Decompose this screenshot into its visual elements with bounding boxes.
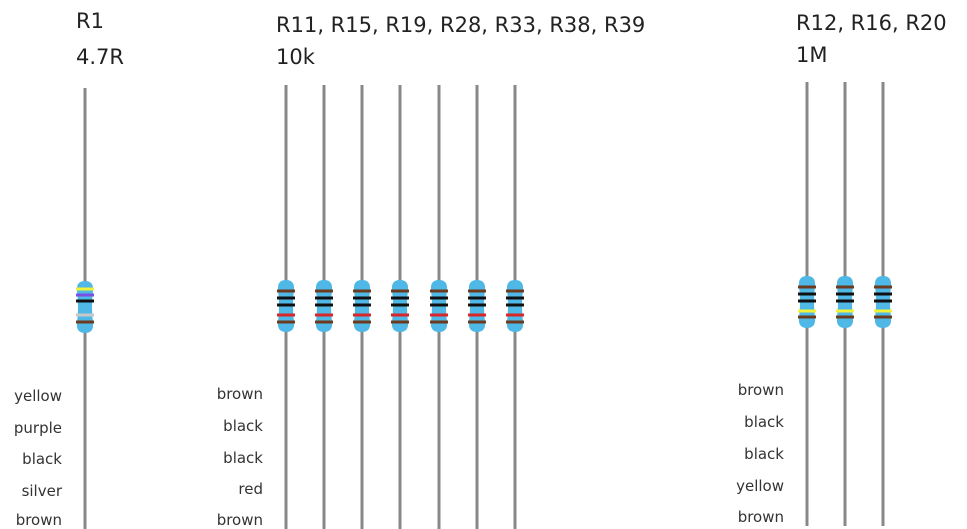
- band-label-3-2: black: [744, 413, 784, 431]
- group-1-refs: R1: [76, 9, 104, 33]
- band-label-1-1: yellow: [14, 387, 62, 405]
- band-label-3-4: yellow: [736, 477, 784, 495]
- band-brown: [315, 320, 333, 324]
- band-label-2-5: brown: [216, 511, 263, 529]
- band-red: [277, 313, 295, 317]
- band-black: [874, 299, 892, 303]
- band-black: [430, 296, 448, 300]
- band-label-1-2: purple: [13, 419, 62, 437]
- group-3-value: 1M: [796, 43, 828, 67]
- band-black: [468, 296, 486, 300]
- resistor-2-2: [315, 85, 333, 529]
- band-brown: [874, 285, 892, 289]
- resistor-2-5: [430, 85, 448, 529]
- band-black: [315, 296, 333, 300]
- band-black: [836, 292, 854, 296]
- band-label-1-3: black: [22, 450, 62, 468]
- band-black: [353, 296, 371, 300]
- band-red: [468, 313, 486, 317]
- band-black: [277, 296, 295, 300]
- band-label-3-5: brown: [737, 508, 784, 526]
- band-purple: [76, 293, 94, 297]
- band-brown: [506, 320, 524, 324]
- band-black: [506, 296, 524, 300]
- band-brown: [430, 320, 448, 324]
- band-black: [874, 292, 892, 296]
- resistor-2-1: [277, 85, 295, 529]
- band-red: [391, 313, 409, 317]
- resistor-1-1: [76, 88, 94, 529]
- group-2-value: 10k: [276, 45, 315, 69]
- band-label-3-1: brown: [737, 381, 784, 399]
- band-brown: [836, 285, 854, 289]
- band-brown: [798, 315, 816, 319]
- band-brown: [391, 289, 409, 293]
- band-black: [430, 303, 448, 307]
- band-brown: [391, 320, 409, 324]
- band-yellow: [798, 309, 816, 313]
- resistor-2-6: [468, 85, 486, 529]
- band-label-1-4: silver: [21, 482, 62, 500]
- band-brown: [315, 289, 333, 293]
- band-black: [353, 303, 371, 307]
- band-black: [468, 303, 486, 307]
- group-1-value: 4.7R: [76, 45, 124, 69]
- band-label-1-5: brown: [15, 511, 62, 529]
- band-brown: [468, 320, 486, 324]
- band-yellow: [76, 287, 94, 291]
- band-black: [836, 299, 854, 303]
- band-brown: [874, 315, 892, 319]
- band-yellow: [836, 309, 854, 313]
- band-brown: [277, 320, 295, 324]
- band-label-2-1: brown: [216, 385, 263, 403]
- band-label-2-3: black: [223, 449, 263, 467]
- resistor-3-3: [874, 82, 892, 526]
- band-brown: [76, 320, 94, 324]
- band-label-3-3: black: [744, 445, 784, 463]
- resistor-2-3: [353, 85, 371, 529]
- band-brown: [277, 289, 295, 293]
- band-black: [277, 303, 295, 307]
- band-red: [353, 313, 371, 317]
- band-brown: [836, 315, 854, 319]
- band-red: [506, 313, 524, 317]
- band-black: [391, 303, 409, 307]
- group-2-refs: R11, R15, R19, R28, R33, R38, R39: [276, 13, 646, 37]
- band-brown: [353, 320, 371, 324]
- band-black: [315, 303, 333, 307]
- band-black: [76, 299, 94, 303]
- resistor-3-2: [836, 82, 854, 526]
- band-label-2-4: red: [238, 480, 263, 498]
- band-yellow: [874, 309, 892, 313]
- band-brown: [798, 285, 816, 289]
- band-black: [391, 296, 409, 300]
- band-black: [798, 292, 816, 296]
- resistor-2-7: [506, 85, 524, 529]
- band-label-2-2: black: [223, 417, 263, 435]
- group-3-refs: R12, R16, R20: [796, 11, 947, 35]
- band-brown: [430, 289, 448, 293]
- band-brown: [506, 289, 524, 293]
- band-brown: [353, 289, 371, 293]
- band-brown: [468, 289, 486, 293]
- band-black: [506, 303, 524, 307]
- resistor-2-4: [391, 85, 409, 529]
- resistor-3-1: [798, 82, 816, 526]
- band-red: [315, 313, 333, 317]
- band-silver: [76, 313, 94, 317]
- band-black: [798, 299, 816, 303]
- band-red: [430, 313, 448, 317]
